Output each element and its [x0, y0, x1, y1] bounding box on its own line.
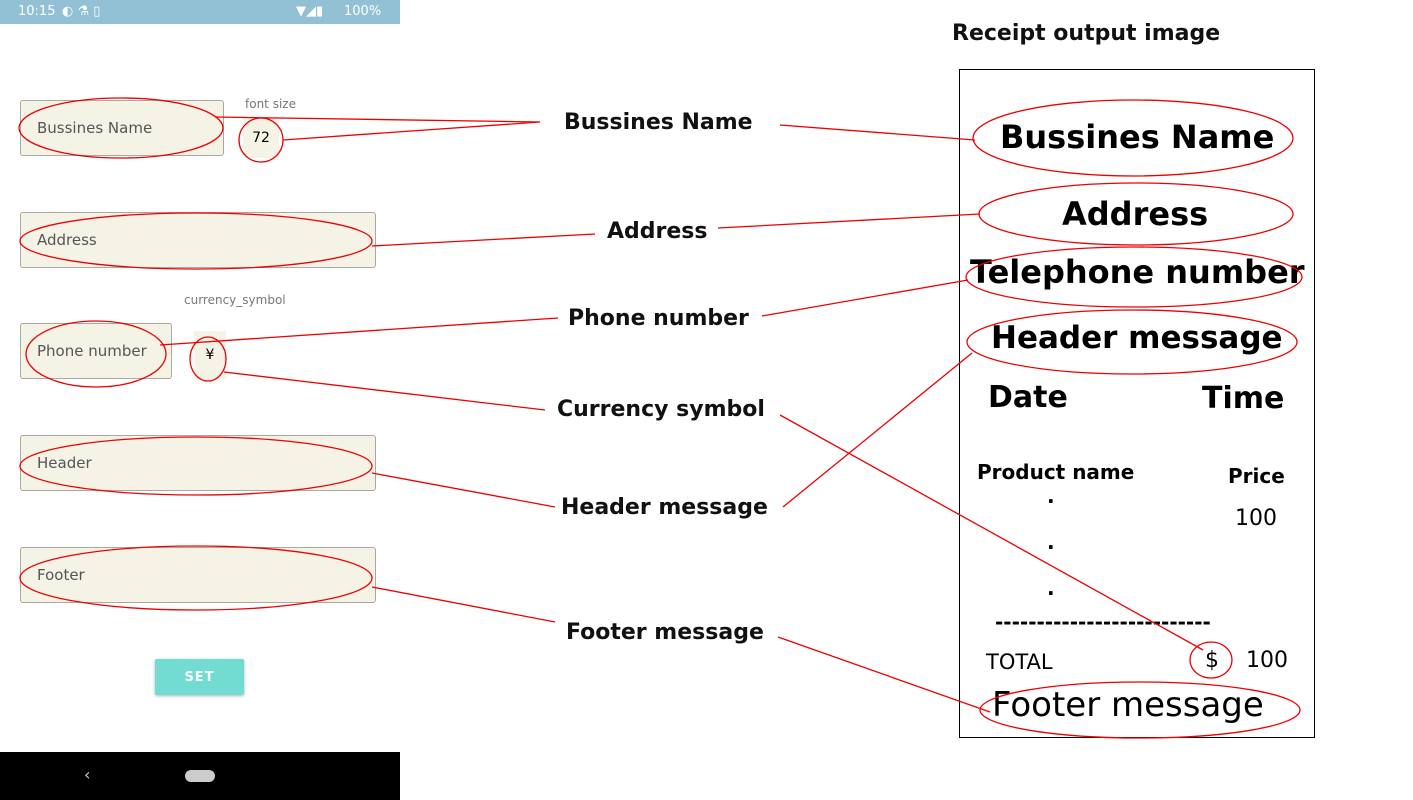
receipt-dot: .: [1047, 576, 1055, 600]
receipt-dot: .: [1047, 530, 1055, 554]
footer-input[interactable]: Footer: [20, 547, 376, 603]
notification-icons: ◐ ⚗ ▯: [62, 4, 101, 19]
navigation-bar: ‹: [0, 752, 400, 800]
annotation-currency: Currency symbol: [557, 397, 765, 422]
receipt-address: Address: [1062, 195, 1209, 233]
currency-symbol-input[interactable]: ¥: [194, 331, 226, 379]
receipt-footer: Footer message: [992, 685, 1264, 725]
phone-number-input[interactable]: Phone number: [20, 323, 172, 379]
receipt-price-value: 100: [1235, 506, 1277, 531]
business-name-input[interactable]: Bussines Name: [20, 100, 224, 156]
back-icon[interactable]: ‹: [84, 765, 91, 784]
receipt-header: Header message: [991, 320, 1283, 356]
receipt-business: Bussines Name: [1000, 118, 1275, 156]
receipt-time: Time: [1202, 381, 1285, 416]
wifi-signal-battery-icon: ▼◢▮: [296, 4, 324, 19]
receipt-price: Price: [1228, 464, 1285, 488]
set-button[interactable]: SET: [155, 659, 244, 695]
font-size-label: font size: [245, 97, 296, 111]
header-input[interactable]: Header: [20, 435, 376, 491]
status-bar: 10:15 ◐ ⚗ ▯ ▼◢▮ 100%: [0, 0, 400, 24]
clock: 10:15: [18, 4, 56, 19]
connector-line: [371, 586, 991, 713]
receipt-date: Date: [988, 380, 1068, 415]
receipt-dot: .: [1047, 484, 1055, 508]
receipt-product-name: Product name: [977, 460, 1135, 484]
annotation-header: Header message: [561, 495, 768, 520]
annotation-business-name: Bussines Name: [564, 110, 753, 135]
receipt-telephone: Telephone number: [970, 253, 1305, 291]
annotation-phone: Phone number: [568, 306, 749, 331]
connector-line: [159, 279, 969, 346]
home-icon[interactable]: [185, 770, 215, 782]
receipt-total-label: TOTAL: [986, 650, 1053, 674]
font-size-input[interactable]: 72: [243, 118, 279, 158]
annotation-address: Address: [607, 219, 708, 244]
battery-percent: 100%: [344, 4, 382, 19]
receipt-currency: $: [1205, 648, 1219, 673]
receipt-total-value: 100: [1246, 648, 1288, 673]
currency-symbol-label: currency_symbol: [184, 293, 286, 307]
connector-line: [371, 352, 973, 508]
address-input[interactable]: Address: [20, 212, 376, 268]
annotation-footer: Footer message: [566, 620, 764, 645]
receipt-separator: --------------------------: [995, 610, 1211, 634]
receipt-title: Receipt output image: [952, 21, 1221, 46]
